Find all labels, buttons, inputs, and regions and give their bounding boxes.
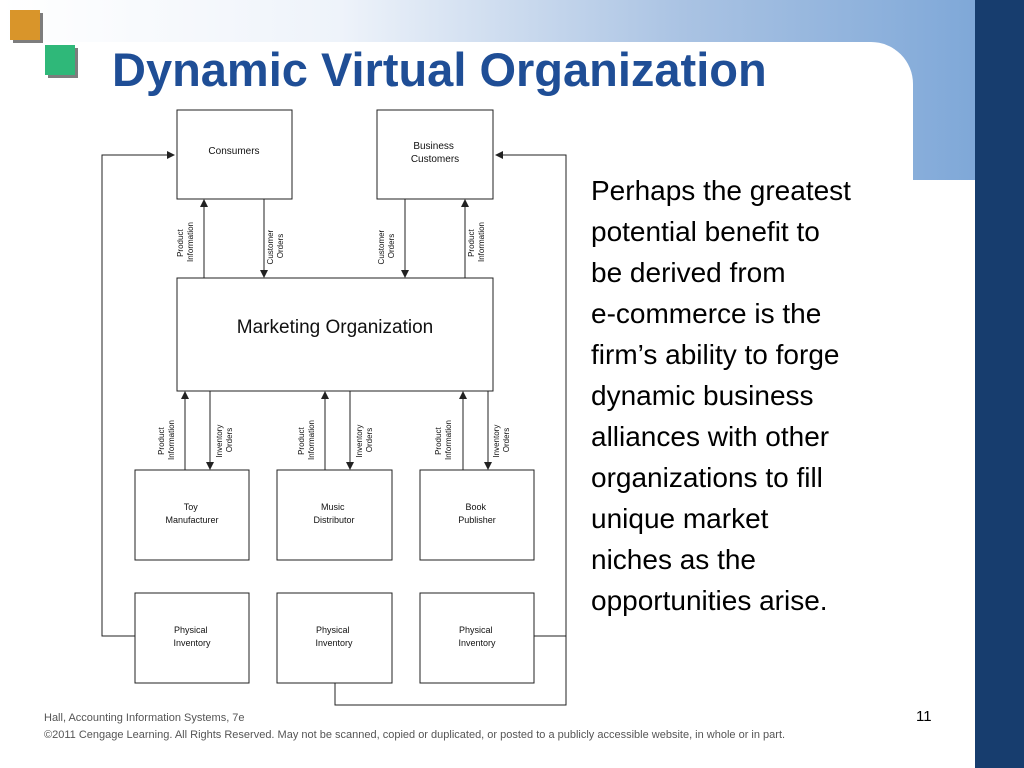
physical-inventory-label-3: Physical Inventory	[458, 625, 496, 648]
arrow-label-product-information: Product Information	[176, 222, 195, 262]
physical-inventory-box-3	[419, 592, 535, 684]
body-line: potential benefit to	[591, 216, 820, 247]
arrow-label-product-information: Product Information	[467, 222, 486, 262]
body-line: Perhaps the greatest	[591, 175, 851, 206]
slide-title: Dynamic Virtual Organization	[112, 43, 767, 96]
physical-inventory-box-1	[134, 592, 250, 684]
green-square-decoration	[45, 45, 75, 75]
arrow-label-customer-orders: Customer Orders	[377, 228, 396, 265]
music-distributor-box	[276, 469, 393, 561]
business-customers-label: Business Customers	[411, 141, 459, 165]
business-customers-box	[376, 109, 494, 200]
body-line: firm’s ability to forge	[591, 339, 840, 370]
loop-inventory-to-consumers	[101, 151, 175, 637]
book-publisher-label: Book Publisher	[458, 502, 496, 525]
body-text: Perhaps the greatest potential benefit t…	[591, 170, 916, 621]
toy-manufacturer-box	[134, 469, 250, 561]
footer-source: Hall, Accounting Information Systems, 7e	[44, 712, 245, 724]
orange-square-decoration	[10, 10, 40, 40]
physical-inventory-label-1: Physical Inventory	[173, 625, 211, 648]
body-line: organizations to fill	[591, 462, 823, 493]
arrow-label-inventory-orders: Inventory Orders	[215, 422, 234, 457]
arrow-label-product-information: Product Information	[434, 420, 453, 460]
marketing-organization-box	[176, 277, 494, 392]
body-line: opportunities arise.	[591, 585, 828, 616]
right-accent-bar	[975, 0, 1024, 768]
book-publisher-box	[419, 469, 535, 561]
arrow-label-product-information: Product Information	[157, 420, 176, 460]
body-line: be derived from	[591, 257, 786, 288]
body-line: dynamic business	[591, 380, 814, 411]
consumers-label: Consumers	[208, 146, 259, 157]
content-panel	[0, 42, 913, 768]
music-distributor-label: Music Distributor	[313, 502, 354, 525]
consumers-box	[176, 109, 293, 200]
body-line: niches as the	[591, 544, 756, 575]
arrow-label-inventory-orders: Inventory Orders	[355, 422, 374, 457]
body-line: unique market	[591, 503, 769, 534]
toy-manufacturer-label: Toy Manufacturer	[165, 502, 218, 525]
arrow-label-inventory-orders: Inventory Orders	[492, 422, 511, 457]
physical-inventory-label-2: Physical Inventory	[315, 625, 353, 648]
consumers-label-line: Consumers	[208, 146, 259, 157]
body-line: alliances with other	[591, 421, 830, 452]
loop-inventory-to-business	[334, 151, 567, 706]
arrow-label-customer-orders: Customer Orders	[266, 228, 285, 265]
page-number: 11	[916, 708, 932, 725]
marketing-organization-label: Marketing Organization	[237, 317, 433, 338]
arrow-label-product-information: Product Information	[297, 420, 316, 460]
body-line: e-commerce is the	[591, 298, 822, 329]
footer-copyright: ©2011 Cengage Learning. All Rights Reser…	[44, 729, 786, 741]
